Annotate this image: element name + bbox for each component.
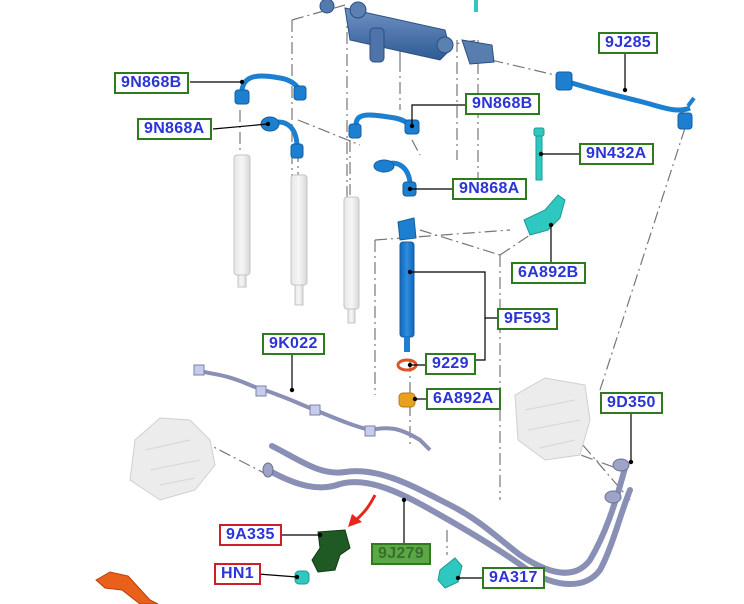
callout-9F593[interactable]: 9F593 xyxy=(497,308,558,330)
part-6A892A-washer xyxy=(398,392,416,408)
callout-9J279[interactable]: 9J279 xyxy=(371,543,431,565)
callout-9K022[interactable]: 9K022 xyxy=(262,333,325,355)
part-9A317-clip xyxy=(437,557,463,589)
callout-6A892A[interactable]: 6A892A xyxy=(426,388,501,410)
callout-9N868B-right[interactable]: 9N868B xyxy=(465,93,540,115)
part-9F593-injector xyxy=(397,217,417,352)
alignment-lines xyxy=(199,4,686,571)
callout-9A335[interactable]: 9A335 xyxy=(219,524,282,546)
callout-9N432A[interactable]: 9N432A xyxy=(579,143,654,165)
part-9J285-pipe xyxy=(555,71,696,130)
fuel-rail xyxy=(319,0,495,65)
ghost-pump-right xyxy=(514,377,591,461)
part-9A335-clip xyxy=(311,529,351,573)
callout-6A892B[interactable]: 6A892B xyxy=(511,262,586,284)
pipe-fittings xyxy=(262,458,630,504)
callout-9N868A-right[interactable]: 9N868A xyxy=(452,178,527,200)
part-9K022-connectors xyxy=(193,364,376,437)
callout-9N868A-left[interactable]: 9N868A xyxy=(137,118,212,140)
orange-bracket xyxy=(95,571,159,604)
part-9K022-leakoff-pipe xyxy=(197,368,432,452)
callout-9N868B-left[interactable]: 9N868B xyxy=(114,72,189,94)
red-arrow-head xyxy=(348,514,362,527)
part-6A892B-clamp xyxy=(523,194,566,236)
part-9J279-return-pipe xyxy=(265,443,633,587)
leader-lines xyxy=(190,52,632,579)
red-arrow xyxy=(355,494,377,522)
callout-HN1[interactable]: HN1 xyxy=(214,563,261,585)
callout-9A317[interactable]: 9A317 xyxy=(482,567,545,589)
callout-9J285[interactable]: 9J285 xyxy=(598,32,658,54)
ghost-pump-left xyxy=(129,417,216,501)
injector-line-fittings xyxy=(234,85,420,197)
callout-9D350[interactable]: 9D350 xyxy=(600,392,663,414)
leader-dots xyxy=(239,79,634,581)
callout-9229[interactable]: 9229 xyxy=(425,353,476,375)
ghost-injectors xyxy=(233,154,360,324)
